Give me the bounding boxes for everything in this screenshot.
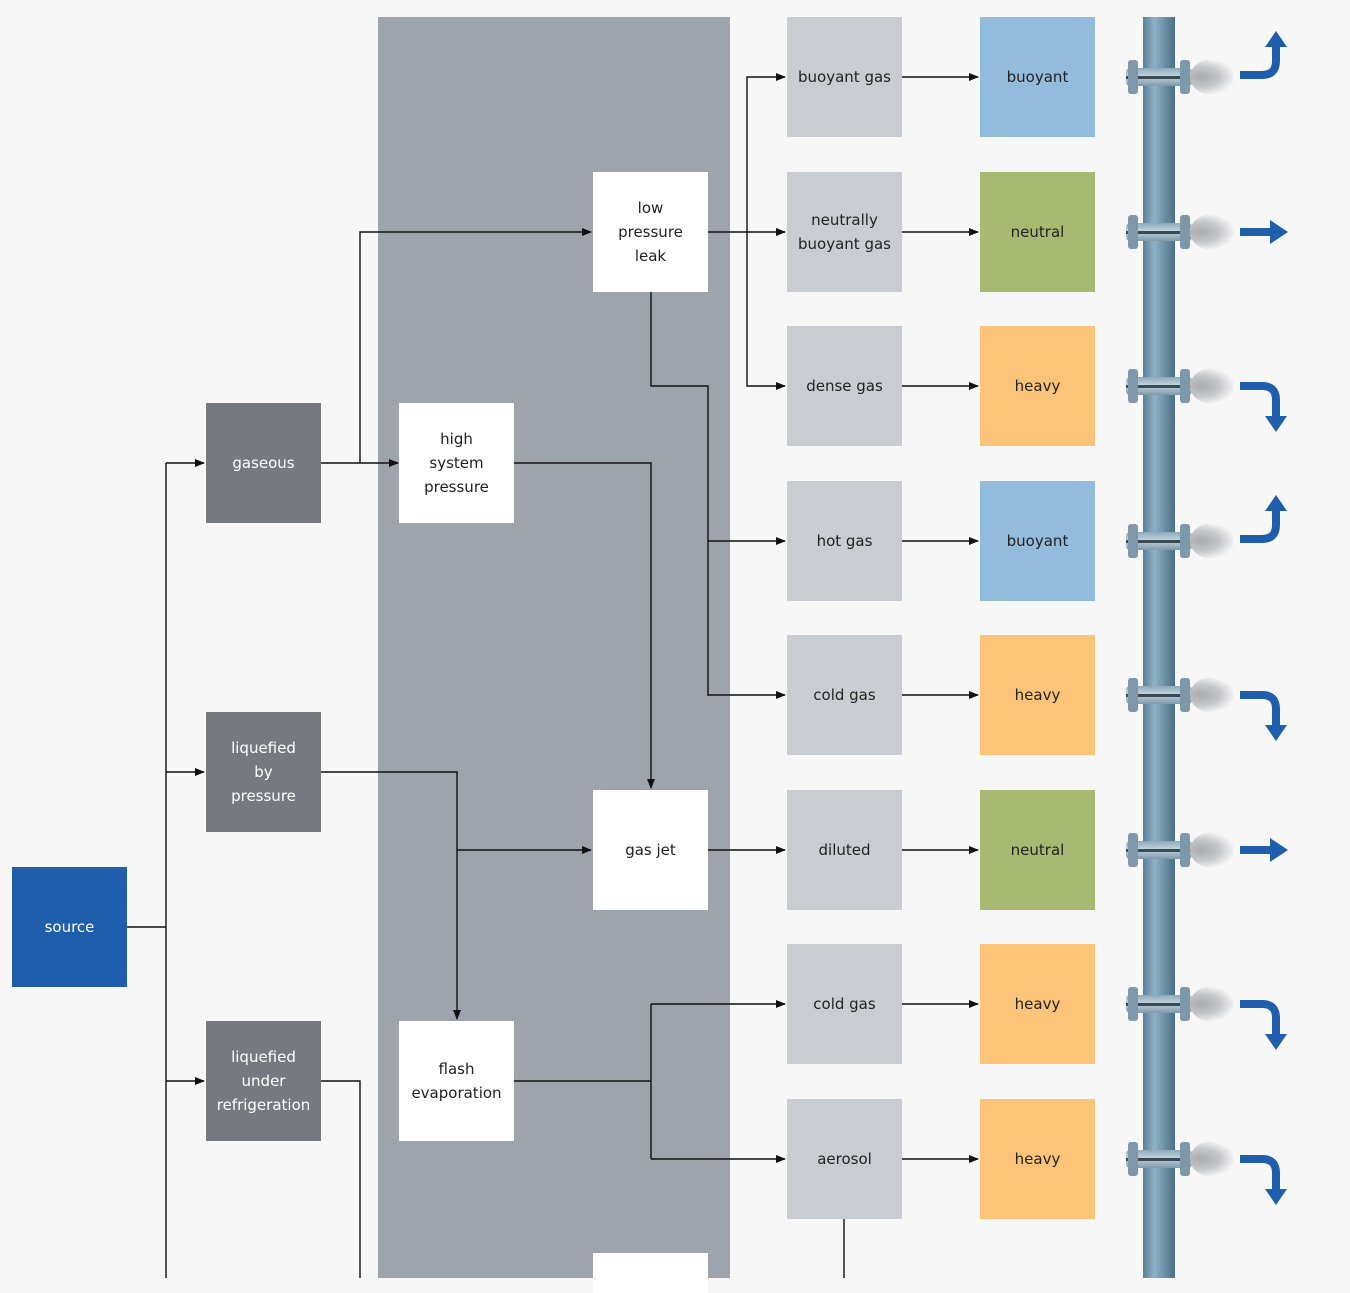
pipe-flange [1126, 676, 1192, 714]
gas-jet-label: gas jet [625, 841, 676, 859]
pipe-flange [1126, 58, 1192, 96]
behaviour-label: buoyant [1006, 68, 1069, 86]
behaviour-label: buoyant [1006, 532, 1069, 550]
arrow-up-turn-icon [1238, 31, 1290, 87]
low-pressure-leak-label: low pressure leak [618, 199, 683, 265]
state-label: diluted [818, 841, 871, 859]
state-label: cold gas [813, 995, 876, 1013]
pipe [1143, 17, 1175, 1278]
state-label: aerosol [817, 1150, 872, 1168]
behaviour-node: heavy [980, 944, 1095, 1064]
state-label: dense gas [806, 377, 883, 395]
state-label: hot gas [816, 532, 873, 550]
pipe-flange [1126, 985, 1192, 1023]
state-node: buoyant gas [787, 17, 902, 137]
high-system-pressure-node: high system pressure [399, 403, 514, 523]
behaviour-label: heavy [1014, 377, 1061, 395]
arrow-down-turn-icon [1238, 687, 1290, 743]
liquefied-by-pressure-node: liquefied by pressure [206, 712, 321, 832]
arrow-right-icon [1238, 822, 1290, 878]
pipe-flange [1126, 367, 1192, 405]
source-label: source [44, 918, 95, 936]
arrow-down-turn-icon [1238, 378, 1290, 434]
source-node: source [12, 867, 127, 987]
gaseous-label: gaseous [232, 454, 295, 472]
arrow-right-icon [1238, 204, 1290, 260]
state-node: neutrally buoyant gas [787, 172, 902, 292]
arrow-down-turn-icon [1238, 996, 1290, 1052]
gas-plume [1190, 1141, 1234, 1177]
behaviour-node: neutral [980, 172, 1095, 292]
state-label: cold gas [813, 686, 876, 704]
state-node: hot gas [787, 481, 902, 601]
behaviour-label: heavy [1014, 995, 1061, 1013]
state-node: diluted [787, 790, 902, 910]
gas-plume [1190, 368, 1234, 404]
pipe-flange [1126, 831, 1192, 869]
behaviour-node: heavy [980, 326, 1095, 446]
state-node: cold gas [787, 944, 902, 1064]
behaviour-node: heavy [980, 635, 1095, 755]
flash-evaporation-label: flash evaporation [411, 1060, 502, 1102]
behaviour-label: heavy [1014, 686, 1061, 704]
cut-off-process-node [593, 1253, 708, 1293]
behaviour-label: heavy [1014, 1150, 1061, 1168]
behaviour-label: neutral [1010, 841, 1065, 859]
gaseous-node: gaseous [206, 403, 321, 523]
flash-evaporation-node: flash evaporation [399, 1021, 514, 1141]
high-system-pressure-label: high system pressure [424, 430, 489, 496]
state-label: buoyant gas [798, 68, 891, 86]
liquefied-under-refrigeration-label: liquefied under refrigeration [216, 1048, 311, 1114]
liquefied-under-refrigeration-node: liquefied under refrigeration [206, 1021, 321, 1141]
behaviour-node: heavy [980, 1099, 1095, 1219]
behaviour-node: neutral [980, 790, 1095, 910]
liquefied-by-pressure-label: liquefied by pressure [231, 739, 296, 805]
gas-plume [1190, 214, 1234, 250]
gas-plume [1190, 677, 1234, 713]
pipe-flange [1126, 213, 1192, 251]
gas-plume [1190, 59, 1234, 95]
state-node: dense gas [787, 326, 902, 446]
pipe-flange [1126, 522, 1192, 560]
pipe-flange [1126, 1140, 1192, 1178]
arrow-down-turn-icon [1238, 1151, 1290, 1207]
state-node: cold gas [787, 635, 902, 755]
gas-jet-node: gas jet [593, 790, 708, 910]
state-label: neutrally buoyant gas [798, 211, 891, 253]
behaviour-label: neutral [1010, 223, 1065, 241]
behaviour-node: buoyant [980, 481, 1095, 601]
behaviour-node: buoyant [980, 17, 1095, 137]
gas-plume [1190, 986, 1234, 1022]
low-pressure-leak-node: low pressure leak [593, 172, 708, 292]
gas-plume [1190, 832, 1234, 868]
gas-plume [1190, 523, 1234, 559]
arrow-up-turn-icon [1238, 495, 1290, 551]
state-node: aerosol [787, 1099, 902, 1219]
